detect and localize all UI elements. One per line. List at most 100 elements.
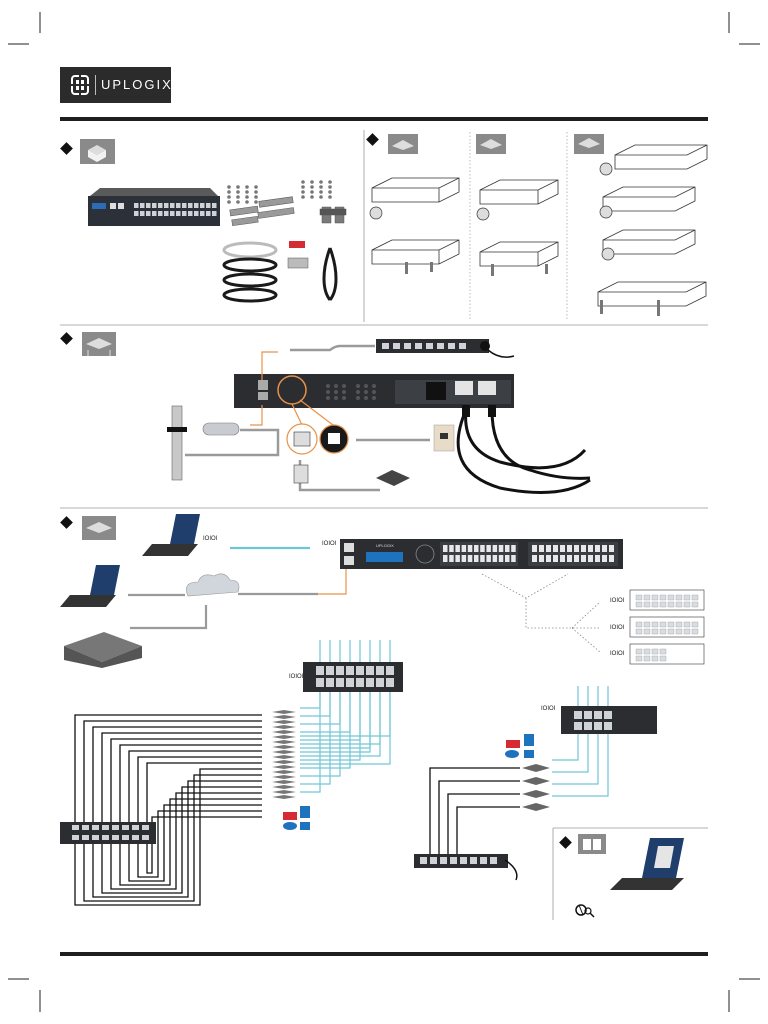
module-port [675, 628, 683, 635]
laptop-network [60, 565, 120, 607]
device-cable [137, 756, 262, 822]
serial-adapter [272, 750, 296, 754]
appliance-port [532, 555, 537, 562]
pdu-outlet [72, 825, 79, 830]
appliance-port [532, 545, 537, 552]
screw [236, 195, 240, 199]
device-cable [92, 726, 262, 822]
serial-port [574, 722, 582, 730]
device-cable [128, 804, 262, 882]
module-port [667, 601, 675, 608]
device-cable [83, 774, 262, 902]
front-port [158, 203, 163, 208]
front-port [206, 203, 211, 208]
module-port [683, 621, 691, 628]
serial-module-small [561, 706, 657, 734]
device-cable [429, 767, 520, 854]
front-port [212, 203, 217, 208]
module-port [635, 655, 643, 662]
screwdriver-callouts [369, 162, 615, 261]
console-cable [300, 692, 381, 745]
module-port [691, 621, 699, 628]
front-port [140, 203, 145, 208]
screw [236, 185, 240, 189]
serial-port [584, 711, 592, 719]
device-cable [119, 744, 262, 822]
console-cable [300, 692, 371, 753]
screw [301, 180, 305, 184]
front-port [140, 211, 145, 216]
crop-marks [8, 12, 760, 1012]
appliance-port [567, 555, 572, 562]
front-port [164, 211, 169, 216]
external-modem [376, 470, 410, 486]
serial-adapter [522, 764, 550, 772]
power-distribution-unit [376, 339, 515, 358]
step-marker-diamond [60, 516, 73, 529]
serial-port-label: IOIOI [610, 651, 625, 657]
appliance-port [461, 545, 467, 552]
rack-shelf-icon [476, 134, 506, 154]
pdu-outlet [112, 835, 119, 840]
module-port [683, 601, 691, 608]
appliance-rear [234, 374, 514, 408]
appliance-port [511, 545, 516, 552]
appliance-port [574, 545, 579, 552]
console-cable [300, 692, 391, 737]
appliance-port [443, 545, 448, 552]
wall-jack [433, 424, 455, 452]
screw [310, 180, 314, 184]
fan-hole [356, 396, 360, 400]
module-port [659, 648, 667, 655]
included-cables [222, 241, 338, 303]
device-cable [110, 738, 262, 822]
appliance-port [467, 555, 473, 562]
module-port [659, 594, 667, 601]
module-port [635, 648, 643, 655]
appliance-port [474, 545, 479, 552]
rack-shelf-icon [82, 332, 116, 356]
pdu-outlet [132, 825, 139, 830]
appliance-port [567, 545, 572, 552]
logo-separator [95, 75, 96, 95]
front-port [182, 211, 187, 216]
module-port [667, 628, 675, 635]
appliance-port [486, 555, 491, 562]
front-port [134, 203, 139, 208]
appliance-port [505, 545, 510, 552]
appliance-port [492, 555, 498, 562]
serial-port [604, 722, 612, 730]
front-port [170, 211, 175, 216]
screw [328, 180, 332, 184]
appliance-port [609, 555, 614, 562]
section-dividers [60, 130, 708, 920]
serial-port [386, 666, 394, 675]
front-port [188, 211, 193, 216]
appliance-port [498, 555, 504, 562]
appliance-brand-label: UPLOGIX [376, 543, 394, 548]
pdu-outlet [112, 825, 119, 830]
appliance-port [455, 555, 460, 562]
device-cable [456, 806, 520, 854]
screw [227, 185, 231, 189]
fan-hole [334, 396, 338, 400]
appliance-port [595, 545, 600, 552]
console-cable [300, 692, 341, 777]
console-cable-bundle-small [552, 686, 609, 797]
usb-modem [202, 422, 240, 436]
front-port [170, 203, 175, 208]
fan-hole [334, 384, 338, 388]
network-cloud-icon [186, 573, 240, 597]
pdu-outlet [426, 343, 433, 349]
front-port [188, 203, 193, 208]
appliance-port [602, 555, 607, 562]
appliance-port [455, 545, 460, 552]
fan-hole [356, 390, 360, 394]
appliance-port [480, 555, 485, 562]
fan-hole [356, 384, 360, 388]
serial-adapter [272, 785, 296, 789]
serial-port [316, 666, 324, 675]
serial-port [356, 666, 364, 675]
pdu-outlet [430, 857, 437, 864]
serial-port [356, 678, 364, 687]
